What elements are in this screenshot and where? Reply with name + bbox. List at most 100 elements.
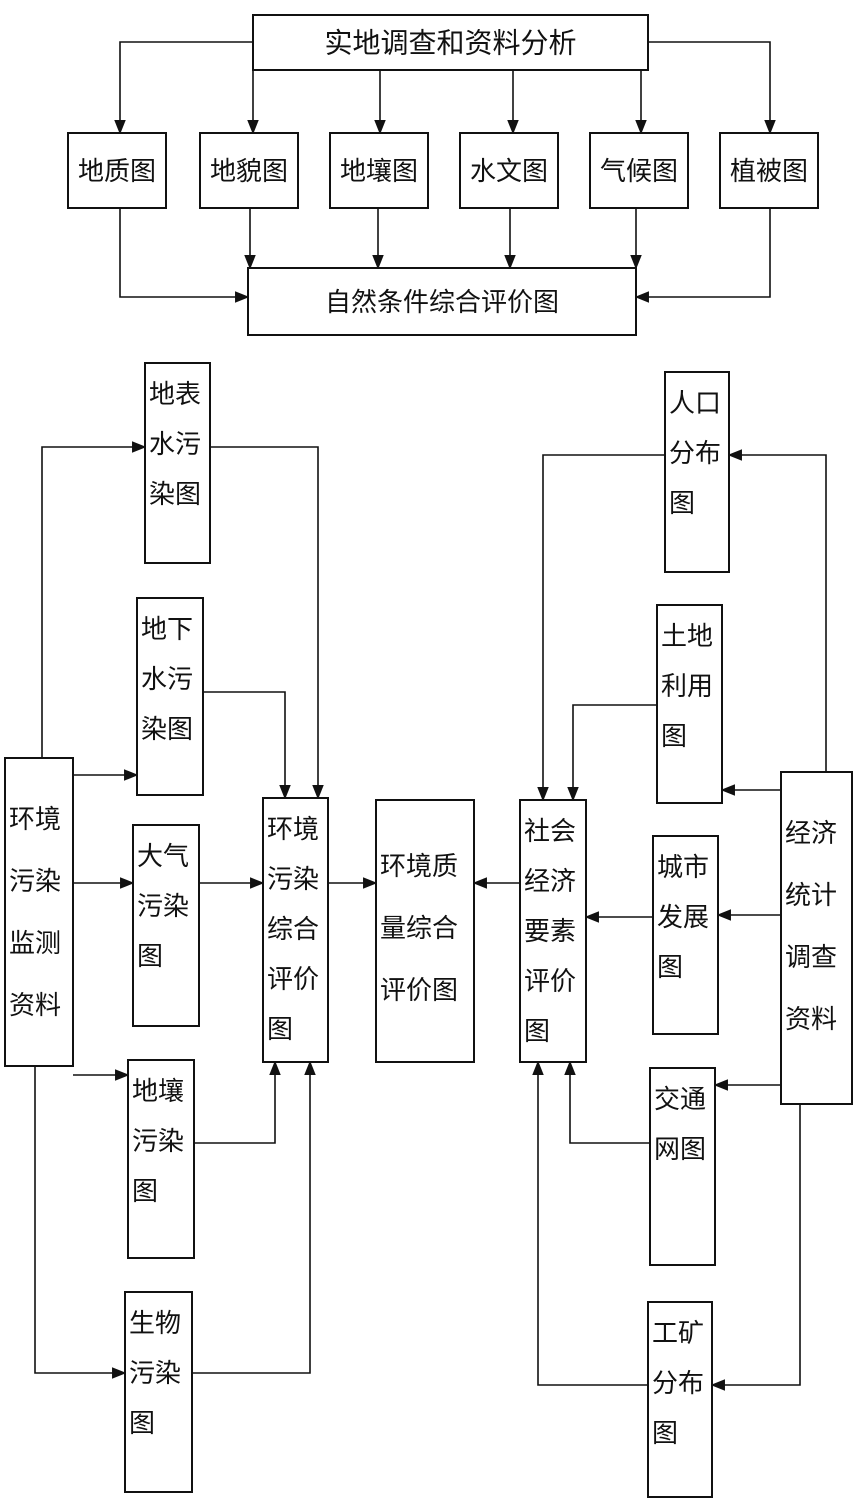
box-label-line: 水污 — [149, 430, 201, 460]
quality-eval-frame — [375, 799, 475, 1063]
box-label-line: 环境 — [267, 815, 319, 845]
box-label-line: 图 — [129, 1409, 155, 1439]
flow-arrow — [119, 208, 250, 303]
hydrology-map-box: 水文图 — [459, 132, 559, 209]
flow-arrow — [634, 208, 771, 303]
flow-arrow — [564, 1060, 650, 1144]
natural-eval-box-label: 自然条件综合评价图 — [325, 288, 559, 318]
soil-map-box: 地壤图 — [329, 132, 429, 209]
vegetation-map-box-label: 植被图 — [730, 157, 808, 187]
climate-map-box-frame — [589, 132, 689, 209]
landform-map-box-frame — [199, 132, 299, 209]
box-label-line: 污染 — [129, 1359, 181, 1389]
natural-eval-box: 自然条件综合评价图 — [247, 267, 637, 336]
box-label-line: 资料 — [9, 991, 61, 1021]
box-label-line: 地下 — [141, 615, 193, 645]
survey-analysis-box-frame — [252, 14, 649, 71]
climate-map-box: 气候图 — [589, 132, 689, 209]
flow-arrow — [210, 446, 324, 800]
ground-water-frame — [136, 597, 204, 796]
box-label-line: 环境质 — [380, 852, 458, 882]
geology-map-box-label: 地质图 — [78, 157, 156, 187]
box-label-line: 综合 — [267, 915, 319, 945]
box-label-line: 地壤 — [132, 1077, 184, 1107]
flow-arrow — [648, 41, 776, 135]
landform-map-box: 地貌图 — [199, 132, 299, 209]
flow-arrow — [537, 454, 665, 802]
flow-arrow — [192, 1060, 316, 1374]
flow-arrow — [203, 691, 291, 800]
geology-map-box: 地质图 — [67, 132, 167, 209]
box-label-line: 经济 — [524, 867, 576, 897]
climate-map-box-label: 气候图 — [600, 157, 678, 187]
survey-analysis-box: 实地调查和资料分析 — [252, 14, 649, 71]
box-label-line: 环境 — [9, 805, 61, 835]
box-label-line: 社会 — [524, 817, 576, 847]
box-label-line: 监测 — [9, 929, 61, 959]
flow-arrow — [567, 704, 657, 802]
box-label-line: 资料 — [785, 1005, 837, 1035]
geology-map-box-frame — [67, 132, 167, 209]
env-source-frame — [4, 757, 74, 1067]
box-label-line: 染图 — [141, 715, 193, 745]
box-label-line: 分布 — [652, 1369, 704, 1399]
flow-arrow — [727, 449, 827, 772]
env-eval-frame — [262, 797, 329, 1063]
flow-arrow — [114, 41, 253, 135]
population-frame — [664, 371, 730, 573]
box-label-line: 图 — [524, 1017, 550, 1047]
box-label-line: 工矿 — [652, 1319, 704, 1349]
box-label-line: 量综合 — [380, 914, 458, 944]
box-label-line: 交通 — [654, 1085, 706, 1115]
box-label-line: 大气 — [137, 842, 189, 872]
soil-map-box-frame — [329, 132, 429, 209]
mining-frame — [647, 1301, 713, 1498]
box-label-line: 污染 — [137, 892, 189, 922]
vegetation-map-box-frame — [719, 132, 819, 209]
box-label-line: 污染 — [9, 867, 61, 897]
box-label-line: 污染 — [132, 1127, 184, 1157]
box-label-line: 图 — [132, 1177, 158, 1207]
box-label-line: 图 — [267, 1015, 293, 1045]
box-label-line: 图 — [661, 722, 687, 752]
bio-frame — [124, 1291, 193, 1493]
box-label-line: 评价 — [267, 965, 319, 995]
hydrology-map-box-label: 水文图 — [470, 157, 548, 187]
survey-analysis-box-label: 实地调查和资料分析 — [324, 27, 576, 60]
flow-arrow — [532, 1060, 648, 1386]
vegetation-map-box: 植被图 — [719, 132, 819, 209]
box-label-line: 要素 — [524, 917, 576, 947]
box-label-line: 生物 — [129, 1309, 181, 1339]
box-label-line: 染图 — [149, 480, 201, 510]
flow-arrow — [41, 441, 147, 758]
box-label-line: 发展 — [657, 903, 709, 933]
box-label-line: 经济 — [785, 819, 837, 849]
air-frame — [132, 824, 200, 1027]
soil-frame — [127, 1059, 195, 1259]
box-label-line: 城市 — [657, 853, 709, 883]
box-label-line: 图 — [657, 953, 683, 983]
box-label-line: 图 — [137, 942, 163, 972]
surface-water-frame — [144, 362, 211, 564]
box-label-line: 人口 — [669, 389, 721, 419]
box-label-line: 图 — [669, 489, 695, 519]
box-label-line: 图 — [652, 1419, 678, 1449]
box-label-line: 水污 — [141, 665, 193, 695]
box-label-line: 地表 — [149, 380, 201, 410]
natural-eval-box-frame — [247, 267, 637, 336]
